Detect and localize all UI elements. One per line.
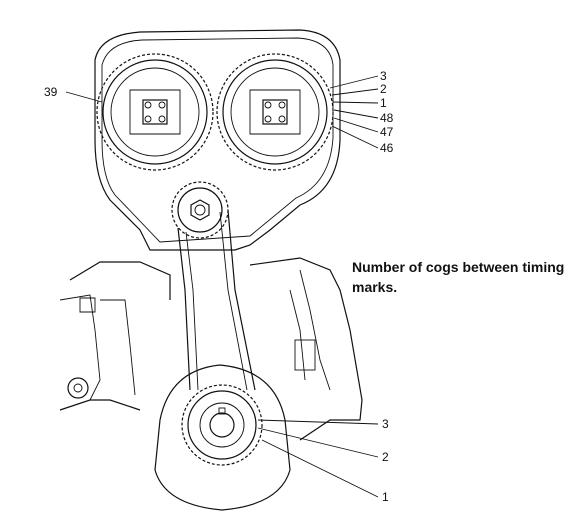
tensioner-pulley xyxy=(171,181,229,239)
label-46: 46 xyxy=(380,141,394,155)
label-47: 47 xyxy=(380,125,394,139)
left-cam-sprocket xyxy=(96,53,214,171)
leader-47 xyxy=(333,117,379,133)
timing-belt-right-inner xyxy=(219,211,248,391)
engine-block-left xyxy=(59,294,136,401)
timing-belt-left-inner xyxy=(185,231,199,391)
leader-3-upper xyxy=(329,75,379,89)
crank-sprocket xyxy=(181,384,263,466)
right-cam-sprocket xyxy=(216,53,334,171)
leader-39 xyxy=(65,91,103,103)
leader-lower-2 xyxy=(257,427,379,458)
engine-block-outline xyxy=(59,257,363,441)
leader-46 xyxy=(331,125,379,149)
label-lower-3: 3 xyxy=(382,417,389,431)
label-upper-3: 3 xyxy=(380,69,387,83)
leader-2-upper xyxy=(331,88,379,96)
leader-lower-1 xyxy=(261,439,379,498)
timing-belt-right xyxy=(227,209,256,391)
timing-belt-left xyxy=(177,227,191,391)
upper-cover-outline xyxy=(94,29,341,251)
label-48: 48 xyxy=(380,111,394,125)
leader-lower-3 xyxy=(257,419,379,425)
engine-mount xyxy=(294,339,316,371)
label-lower-2: 2 xyxy=(382,450,389,464)
label-upper-1: 1 xyxy=(380,96,387,110)
label-39: 39 xyxy=(44,85,58,99)
upper-cover-inner xyxy=(101,37,334,243)
timing-marks-caption: Number of cogs between timing marks. xyxy=(352,259,565,295)
lower-cover-outline xyxy=(154,364,291,511)
leader-48 xyxy=(333,109,379,119)
engine-block-right xyxy=(289,269,331,391)
left-bolt xyxy=(79,297,96,313)
leader-1-upper xyxy=(332,101,379,104)
label-upper-2: 2 xyxy=(380,82,387,96)
label-lower-1: 1 xyxy=(382,490,389,504)
left-boss xyxy=(67,377,89,399)
